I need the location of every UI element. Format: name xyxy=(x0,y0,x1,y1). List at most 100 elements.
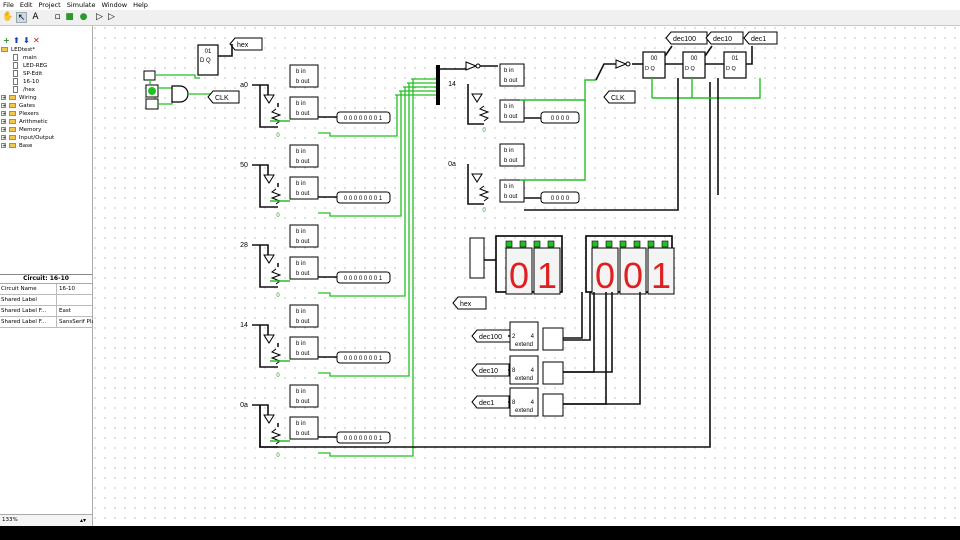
tree-item-label: Plexers xyxy=(19,111,39,117)
register-dq-label: D Q xyxy=(645,66,656,72)
tree-item-library-3[interactable]: +Arithmetic xyxy=(0,118,92,126)
ground-label: 0 xyxy=(276,213,280,219)
splitter-in-label: b in xyxy=(296,229,306,235)
display-pin xyxy=(505,240,513,248)
menu-file[interactable]: File xyxy=(3,1,14,9)
tree-item-circuit-4[interactable]: /hex xyxy=(0,86,92,94)
explorer-pane: + ⬆ ⬇ ✕ −LEDtest*mainLED-REGSP-Edit16-10… xyxy=(0,26,93,526)
tunnel-dec10-label: dec10 xyxy=(713,36,732,43)
attribute-row[interactable]: Shared Label F...SansSerif Plain... xyxy=(0,317,105,328)
tree-item-library-2[interactable]: + Plexers xyxy=(0,110,92,118)
wire xyxy=(524,78,679,211)
buffer-gate xyxy=(263,174,275,184)
circuit-icon xyxy=(13,70,18,77)
tree-item-library-1[interactable]: +Gates xyxy=(0,102,92,110)
splitter-out-label: b out xyxy=(296,159,310,165)
register-dq-label: D Q xyxy=(685,66,696,72)
right-constant-0: 14 xyxy=(448,81,456,88)
expand-icon[interactable]: + xyxy=(1,111,7,117)
seven-seg-small-1-digit: 1 xyxy=(537,255,557,296)
tree-item-label: main xyxy=(23,55,37,61)
menu-window[interactable]: Window xyxy=(101,1,128,9)
extend-splitter xyxy=(542,327,564,351)
tunnel-hex xyxy=(229,37,263,51)
wire xyxy=(252,164,269,175)
not-gate xyxy=(465,61,478,71)
attribute-value[interactable]: SansSerif Plain... xyxy=(59,319,106,325)
attribute-value[interactable]: 16-10 xyxy=(59,286,75,292)
add-input-pin-icon[interactable]: ■ xyxy=(65,12,74,22)
wire xyxy=(155,74,200,79)
probe-value: 0 0 0 0 0 0 0 1 xyxy=(344,356,383,362)
splitter-out-label: b out xyxy=(296,271,310,277)
tunnel-dec10 xyxy=(705,31,744,45)
and-gate xyxy=(171,85,189,103)
extend-in-width: 8 xyxy=(512,400,516,406)
menu-project[interactable]: Project xyxy=(38,1,61,9)
splitter-out-label: b out xyxy=(504,114,518,120)
wire xyxy=(467,84,484,125)
tree-item-library-5[interactable]: +Input/Output xyxy=(0,134,92,142)
seven-seg-large-1-digit: 0 xyxy=(623,255,643,296)
expand-icon[interactable]: + xyxy=(1,135,7,141)
splitter-lower xyxy=(289,256,319,280)
probe-value: 0 0 0 0 0 0 0 1 xyxy=(344,436,383,442)
splitter-out-label: b out xyxy=(296,351,310,357)
move-up-icon[interactable]: ⬆ xyxy=(13,36,20,45)
display-pin xyxy=(661,240,669,248)
menu-edit[interactable]: Edit xyxy=(19,1,33,9)
zoom-spinner-icon[interactable]: ▴▾ xyxy=(80,517,87,524)
wire xyxy=(595,63,616,81)
text-tool-icon[interactable]: A xyxy=(32,12,39,22)
splitter-in-label: b in xyxy=(296,181,306,187)
circuit-icon xyxy=(13,78,18,85)
right-constant-1: 0a xyxy=(448,161,456,168)
tree-item-circuit-0[interactable]: main xyxy=(0,54,92,62)
attribute-value[interactable]: East xyxy=(59,308,71,314)
tree-item-project[interactable]: −LEDtest* xyxy=(0,46,92,54)
right-splitter-upper xyxy=(499,143,525,167)
clock-indicator xyxy=(148,87,156,95)
hand-tool-icon[interactable]: ✋ xyxy=(2,12,14,22)
splitter-in-label: b in xyxy=(296,149,306,155)
menu-help[interactable]: Help xyxy=(133,1,148,9)
wire xyxy=(259,245,278,288)
extend-label: extend xyxy=(515,342,533,348)
expand-icon[interactable]: + xyxy=(1,143,7,149)
pull-resistor xyxy=(270,188,282,205)
ground-label: 0 xyxy=(482,208,486,214)
add-circuit-icon[interactable]: + xyxy=(3,36,10,45)
probe-value: 0 0 0 0 0 0 0 1 xyxy=(344,116,383,122)
expand-icon[interactable]: + xyxy=(1,127,7,133)
delete-circuit-icon[interactable]: ✕ xyxy=(33,36,40,45)
wire xyxy=(318,87,406,297)
tree-item-circuit-3[interactable]: 16-10 xyxy=(0,78,92,86)
move-down-icon[interactable]: ⬇ xyxy=(23,36,30,45)
select-tool-icon[interactable]: ↖ xyxy=(16,12,27,23)
undo-icon[interactable]: ▫ xyxy=(54,12,61,22)
tree-item-library-0[interactable]: +Wiring xyxy=(0,94,92,102)
zoom-control[interactable]: 133%▴▾ xyxy=(0,514,92,526)
expand-icon[interactable]: + xyxy=(1,103,7,109)
splitter-out-label: b out xyxy=(504,78,518,84)
menu-simulate[interactable]: Simulate xyxy=(66,1,96,9)
wire xyxy=(520,79,596,101)
tree-item-library-6[interactable]: +Base xyxy=(0,142,92,150)
expand-icon[interactable]: + xyxy=(1,119,7,125)
add-output-pin-icon[interactable]: ● xyxy=(79,12,88,22)
right-splitter-upper xyxy=(499,63,525,87)
tree-item-circuit-2[interactable]: SP-Edit xyxy=(0,70,92,78)
register-value: 00 xyxy=(651,56,658,62)
seven-seg-small-0 xyxy=(505,247,533,295)
right-splitter-lower xyxy=(499,179,525,203)
tree-item-circuit-1[interactable]: LED-REG xyxy=(0,62,92,70)
pull-resistor xyxy=(478,105,490,122)
attribute-row[interactable]: Shared Label F...East xyxy=(0,306,92,317)
expand-icon[interactable]: + xyxy=(1,95,7,101)
play-icon[interactable]: ▷ xyxy=(96,12,103,22)
tree-item-library-4[interactable]: +Memory xyxy=(0,126,92,134)
attribute-row[interactable]: Shared Label xyxy=(0,295,92,306)
step-icon[interactable]: ▷ xyxy=(108,12,115,22)
